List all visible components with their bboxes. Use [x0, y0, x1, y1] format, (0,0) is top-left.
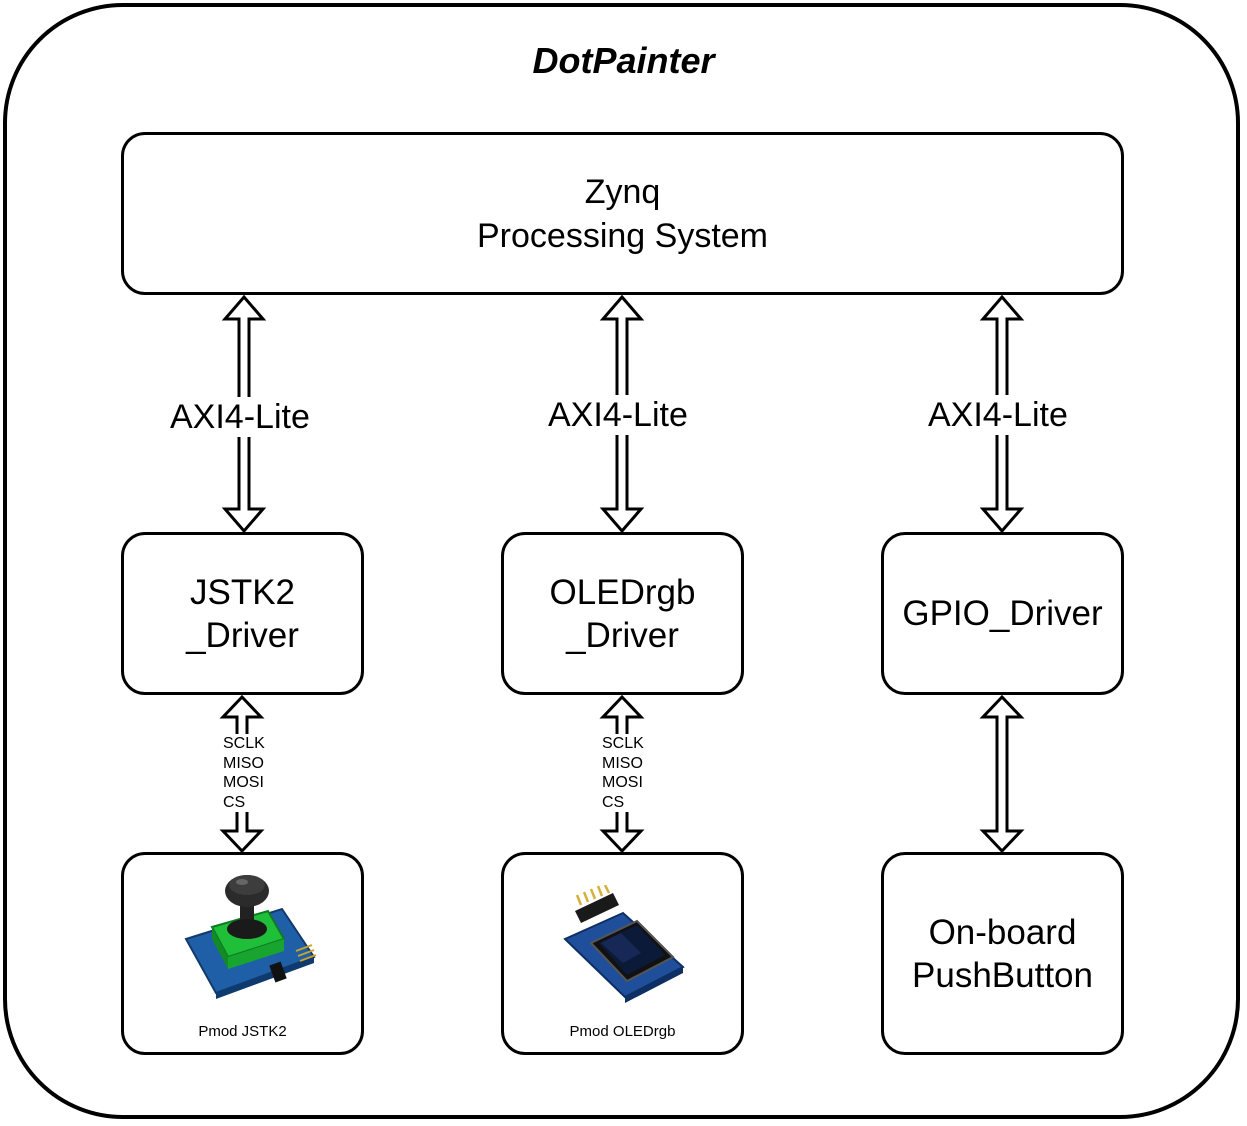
oledrgb-driver-block: OLEDrgb _Driver — [501, 532, 744, 695]
cs-label: CS — [223, 793, 246, 811]
oledrgb-driver-label-line2: _Driver — [566, 615, 679, 655]
oledrgb-driver-label-line1: OLEDrgb — [549, 572, 696, 612]
spi-signals-middle: SCLK MISO MOSI CS — [601, 734, 645, 812]
onboard-label: On-board — [928, 912, 1077, 952]
pmod-oledrgb-block: Pmod OLEDrgb — [501, 852, 744, 1055]
mosi-label: MOSI — [223, 774, 264, 791]
processing-system-label: Processing System — [477, 216, 768, 255]
axi-label-middle: AXI4-Lite — [546, 395, 690, 435]
zynq-processing-system-block: Zynq Processing System — [121, 132, 1124, 295]
cs-label: CS — [602, 793, 625, 811]
diagram-title: DotPainter — [532, 40, 715, 81]
pmod-jstk2-block: Pmod JSTK2 — [121, 852, 364, 1055]
jstk2-driver-label-line1: JSTK2 — [189, 572, 296, 612]
gpio-driver-label: GPIO_Driver — [902, 594, 1103, 633]
spi-signals-left: SCLK MISO MOSI CS — [222, 734, 266, 812]
jstk2-driver-label-line2: _Driver — [186, 615, 299, 655]
jstk2-driver-block: JSTK2 _Driver — [121, 532, 364, 695]
axi-label-right: AXI4-Lite — [926, 395, 1070, 435]
axi-label-left: AXI4-Lite — [168, 397, 312, 437]
gpio-driver-block: GPIO_Driver — [881, 532, 1124, 695]
gpio-arrow — [979, 694, 1025, 854]
pmod-jstk2-caption: Pmod JSTK2 — [198, 1023, 287, 1040]
onboard-pushbutton-block: On-board PushButton — [881, 852, 1124, 1055]
pushbutton-label: PushButton — [912, 955, 1093, 995]
oled-display-module-image — [563, 885, 685, 1003]
sclk-label: SCLK — [223, 735, 265, 752]
miso-label: MISO — [223, 754, 264, 772]
zynq-label: Zynq — [584, 172, 661, 211]
joystick-module-image — [184, 875, 317, 999]
mosi-label: MOSI — [602, 774, 643, 791]
sclk-label: SCLK — [602, 735, 644, 752]
miso-label: MISO — [602, 754, 643, 772]
pmod-oledrgb-caption: Pmod OLEDrgb — [569, 1023, 676, 1040]
